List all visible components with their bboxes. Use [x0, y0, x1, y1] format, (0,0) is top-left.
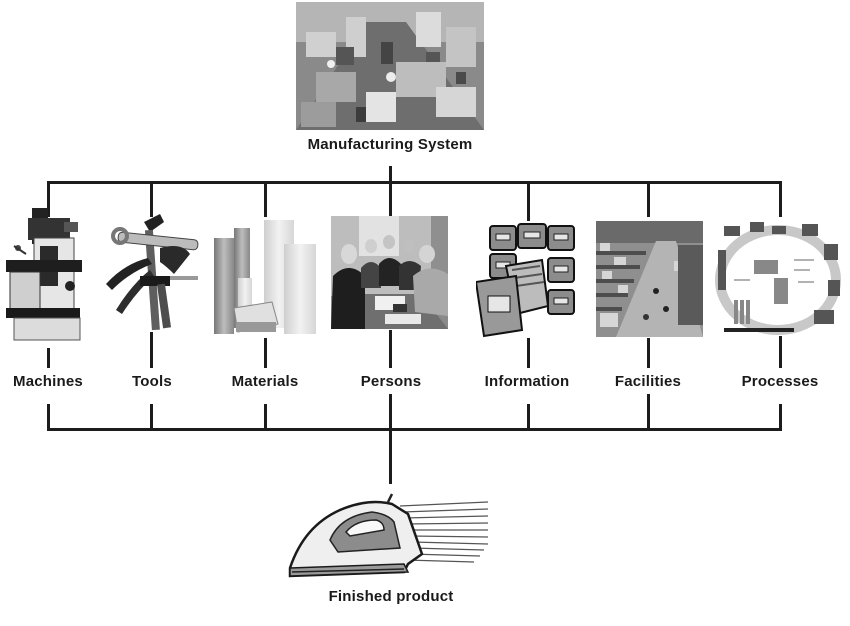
bottom-stub-processes	[779, 404, 782, 430]
mid-stub-machines	[47, 348, 50, 368]
bottom-stub-tools	[150, 404, 153, 430]
top-stub-materials	[264, 181, 267, 217]
bottom-stub-facilities	[647, 394, 650, 430]
bottom-stub-machines	[47, 404, 50, 430]
mid-stub-facilities	[647, 338, 650, 368]
bottom-stub-persons	[389, 394, 392, 484]
information-image	[476, 220, 580, 338]
tools-image	[104, 214, 200, 332]
top-bus-line	[47, 181, 782, 184]
manufacturing-system-label: Manufacturing System	[307, 136, 473, 153]
persons-label: Persons	[360, 373, 422, 390]
top-stub-processes	[779, 181, 782, 217]
processes-image	[714, 220, 844, 336]
bottom-bus-line	[47, 428, 782, 431]
processes-label: Processes	[741, 373, 819, 390]
tools-label: Tools	[132, 373, 172, 390]
materials-image	[212, 218, 318, 338]
mid-stub-processes	[779, 336, 782, 368]
facilities-image	[596, 221, 703, 337]
manufacturing-system-image	[296, 2, 484, 130]
bottom-stub-materials	[264, 404, 267, 430]
machines-label: Machines	[13, 373, 83, 390]
facilities-label: Facilities	[614, 373, 682, 390]
mid-stub-persons	[389, 330, 392, 368]
top-stub-tools	[150, 181, 153, 217]
top-stub-information	[527, 181, 530, 221]
bottom-stub-information	[527, 404, 530, 430]
information-label: Information	[484, 373, 570, 390]
root-connector	[389, 166, 392, 216]
mid-stub-tools	[150, 332, 153, 368]
mid-stub-materials	[264, 338, 267, 368]
materials-label: Materials	[231, 373, 299, 390]
persons-image	[331, 216, 448, 329]
finished-product-label: Finished product	[328, 588, 454, 605]
finished-product-image	[284, 492, 488, 578]
top-stub-machines	[47, 181, 50, 217]
mid-stub-information	[527, 338, 530, 368]
machines-image	[4, 208, 86, 350]
top-stub-facilities	[647, 181, 650, 217]
